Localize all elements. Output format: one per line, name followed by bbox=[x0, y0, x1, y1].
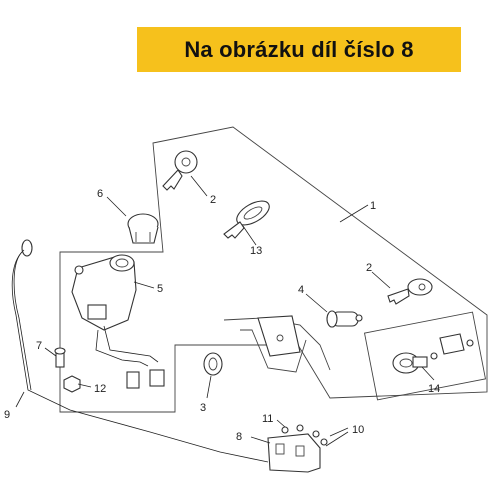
key-13-icon bbox=[223, 200, 270, 239]
part-12-bolt-icon bbox=[63, 375, 81, 393]
kit-outline bbox=[59, 126, 488, 413]
leader-lines bbox=[15, 175, 435, 447]
key-top-icon bbox=[162, 150, 198, 191]
callout-8: 8 bbox=[236, 431, 242, 443]
callout-13: 13 bbox=[250, 245, 262, 257]
callout-5: 5 bbox=[157, 283, 163, 295]
callout-14: 14 bbox=[428, 383, 440, 395]
callout-2-top: 2 bbox=[210, 194, 216, 206]
callout-10: 10 bbox=[352, 424, 364, 436]
callout-6: 6 bbox=[97, 188, 103, 200]
part-14-detail-box bbox=[363, 311, 487, 401]
callout-11: 11 bbox=[262, 413, 273, 425]
callout-3: 3 bbox=[200, 402, 206, 414]
callout-12: 12 bbox=[94, 383, 106, 395]
lock-bracket-icon bbox=[223, 315, 331, 373]
part-number-banner: Na obrázku díl číslo 8 bbox=[137, 27, 461, 72]
callout-9: 9 bbox=[4, 409, 10, 421]
banner-text: Na obrázku díl číslo 8 bbox=[184, 36, 414, 62]
part-3-seal-icon bbox=[203, 352, 223, 376]
callout-7: 7 bbox=[36, 340, 42, 352]
callout-4: 4 bbox=[298, 284, 304, 296]
part-8-bracket-icon bbox=[267, 424, 328, 473]
part-5-ignition-switch-icon bbox=[71, 254, 165, 389]
part-7-bolt-icon bbox=[54, 347, 66, 368]
part-4-lock-barrel-icon bbox=[326, 310, 363, 328]
key-right-icon bbox=[387, 278, 433, 305]
callout-1: 1 bbox=[370, 200, 376, 212]
part-9-cable-icon bbox=[11, 239, 269, 463]
callout-2-right: 2 bbox=[366, 262, 372, 274]
part-6-cap-icon bbox=[127, 213, 159, 244]
